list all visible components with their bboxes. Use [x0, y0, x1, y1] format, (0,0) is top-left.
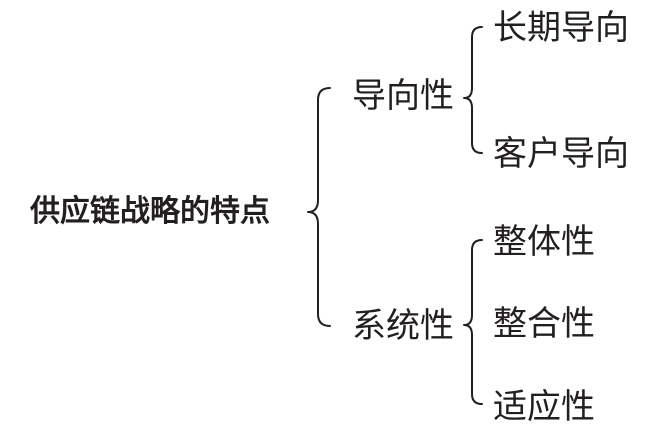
branch-bracket-system — [463, 239, 483, 405]
branch-bracket-orientation — [463, 26, 483, 154]
leaf-label-adaptability: 适应性 — [493, 387, 595, 427]
root-bracket — [307, 87, 331, 327]
root-label: 供应链战略的特点 — [30, 194, 270, 229]
leaf-label-long-term: 长期导向 — [493, 8, 629, 48]
leaf-label-customer: 客户导向 — [493, 134, 629, 174]
branch-label-system: 系统性 — [352, 306, 454, 346]
leaf-label-wholeness: 整体性 — [493, 222, 595, 262]
branch-label-orientation: 导向性 — [352, 76, 454, 116]
leaf-label-integration: 整合性 — [493, 304, 595, 344]
